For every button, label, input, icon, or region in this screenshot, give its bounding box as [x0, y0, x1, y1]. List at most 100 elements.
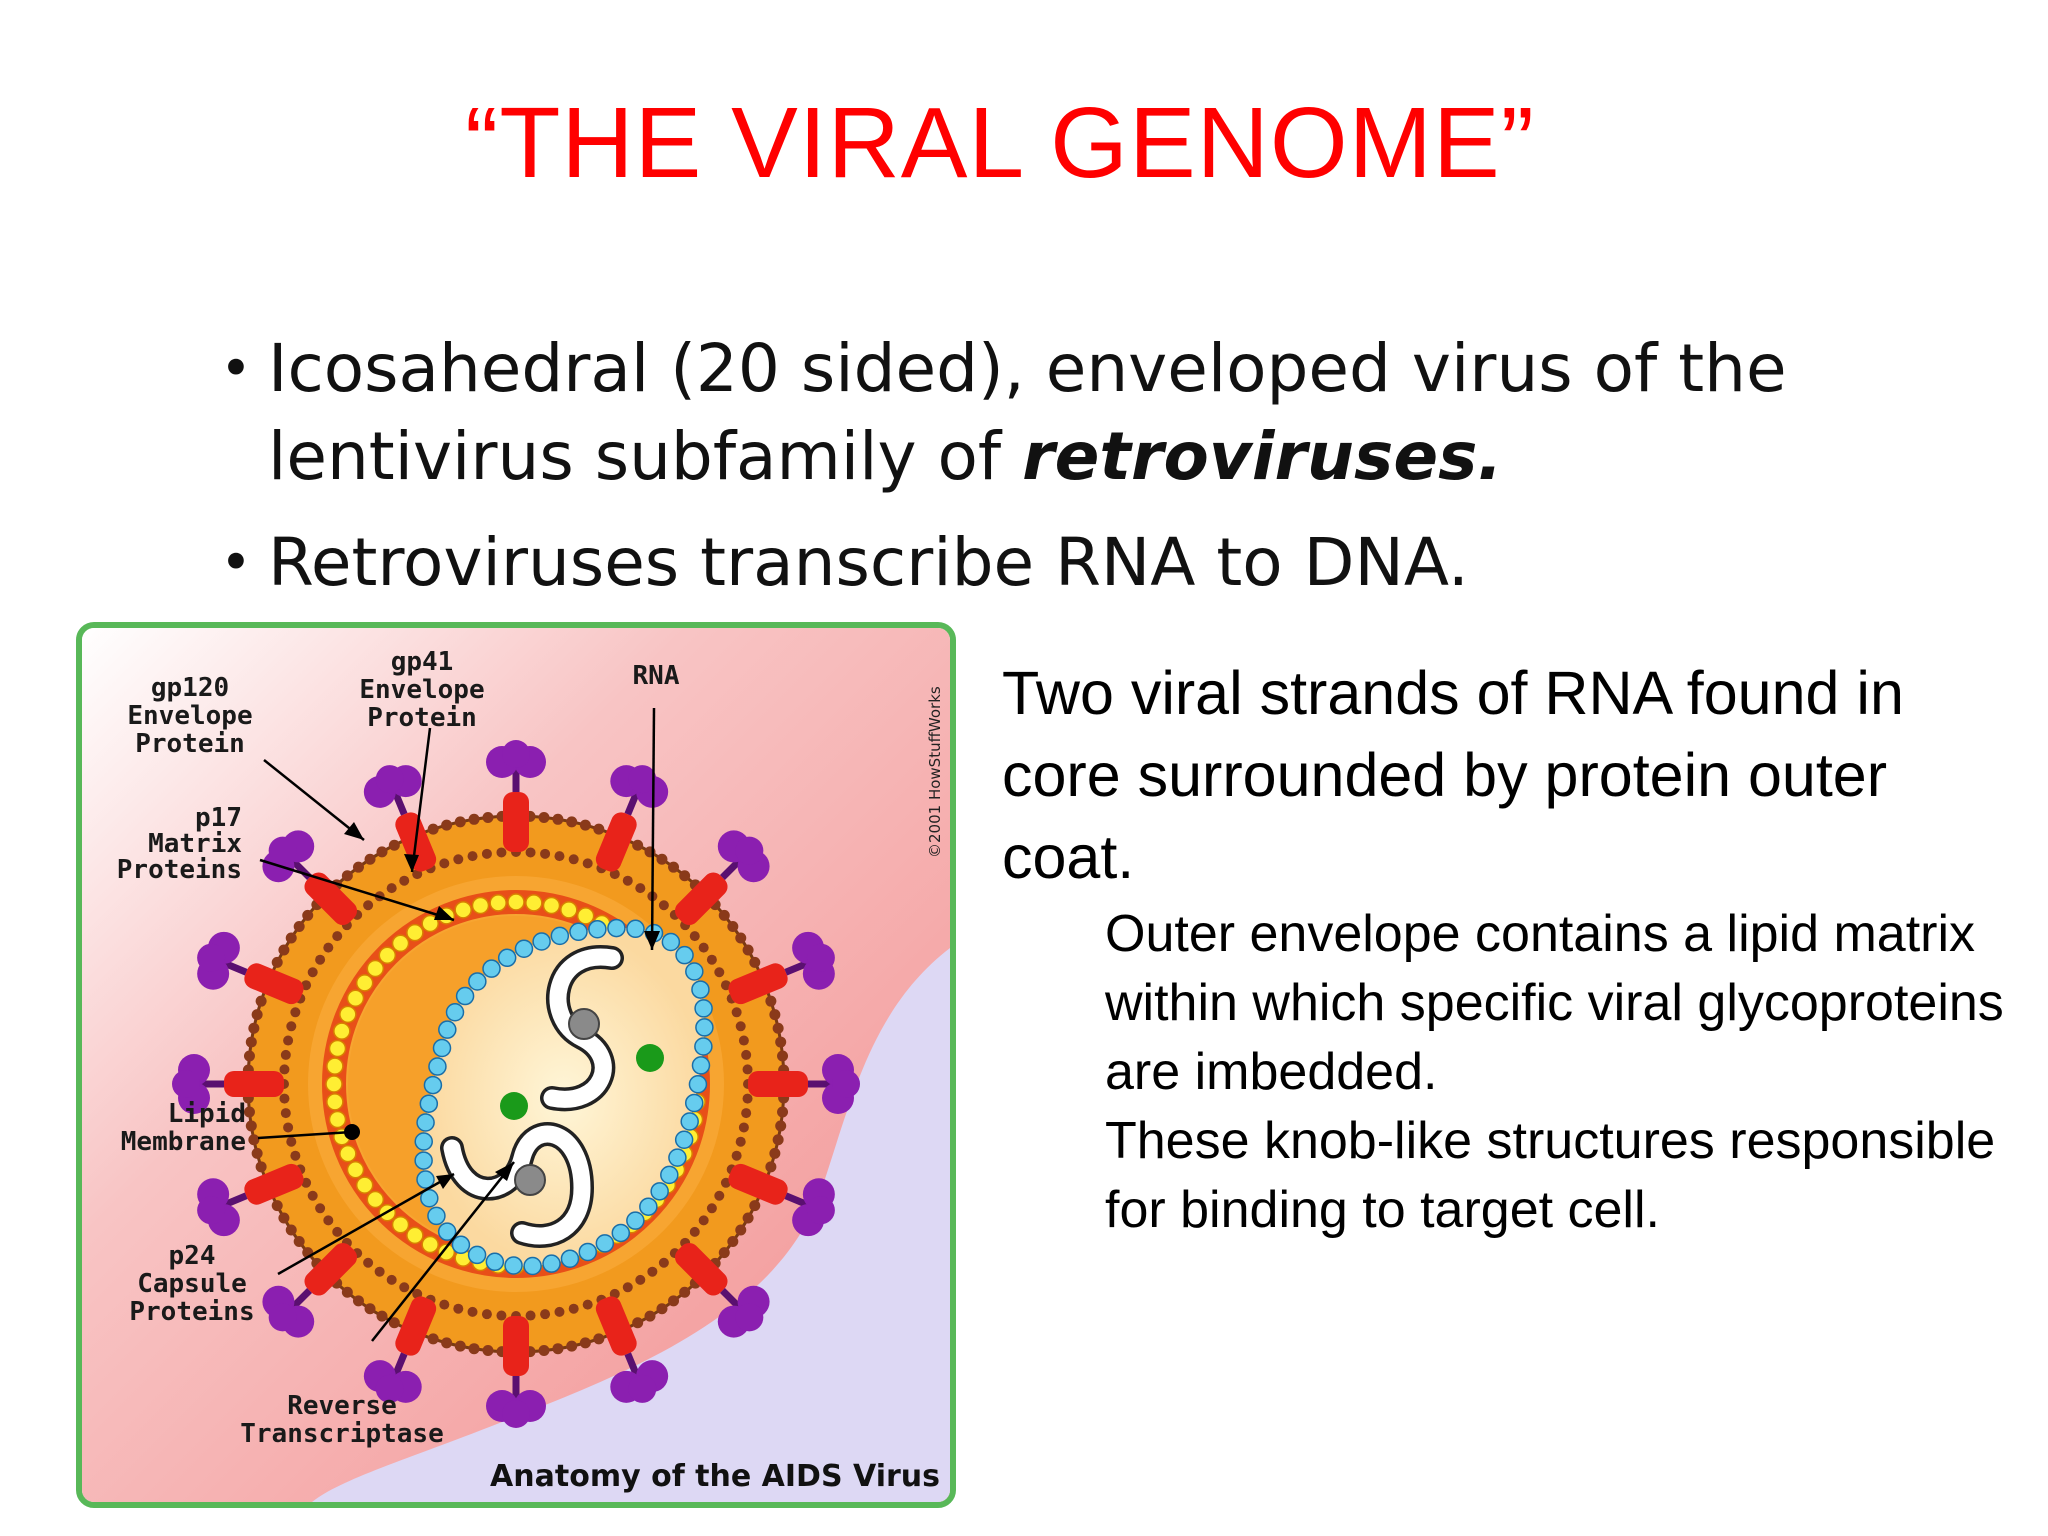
lipid-bead: [255, 1161, 267, 1173]
lipid-bead-inner: [453, 1303, 464, 1314]
lipid-bead-inner: [280, 1108, 291, 1119]
svg-text:Reverse: Reverse: [287, 1391, 397, 1421]
p17-bead: [328, 1039, 347, 1058]
lipid-bead: [454, 1340, 466, 1352]
lipid-bead-inner: [698, 942, 709, 953]
envelope-description: Outer envelope contains a lipid matrix w…: [1105, 900, 2005, 1245]
p24-bead: [438, 1020, 457, 1039]
lipid-bead-inner: [635, 883, 646, 894]
lipid-bead-inner: [286, 1136, 297, 1147]
p24-bead: [660, 1165, 679, 1185]
lipid-bead-inner: [363, 900, 374, 911]
bullet-dot: •: [220, 337, 252, 400]
p24-bead: [523, 1256, 542, 1276]
lipid-bead-inner: [280, 1049, 291, 1060]
lipid-bead-inner: [481, 1309, 492, 1320]
lipid-bead-inner: [496, 847, 507, 858]
lipid-bead: [352, 1295, 364, 1307]
gp41-stem: [304, 872, 358, 926]
lipid-bead: [243, 1050, 255, 1062]
lipid-bead-inner: [689, 1226, 700, 1237]
lipid-bead: [772, 1134, 784, 1146]
p24-bead: [419, 1094, 439, 1113]
lipid-bead-inner: [439, 1299, 450, 1310]
lipid-bead-inner: [622, 875, 633, 886]
lipid-bead: [727, 1236, 739, 1248]
p24-bead: [497, 948, 517, 968]
p24-bead: [675, 945, 694, 965]
gp120-knob: [832, 1070, 860, 1098]
p17-bead: [576, 907, 595, 925]
lipid-bead: [727, 920, 739, 932]
gp120-knob: [628, 1374, 657, 1403]
lipid-bead: [364, 1303, 376, 1315]
lipid-bead-inner: [554, 1306, 565, 1317]
svg-text:Matrix: Matrix: [148, 829, 242, 859]
gp41-stem: [674, 1242, 728, 1296]
p24-bead: [694, 1037, 713, 1056]
gp41-stem: [244, 963, 304, 1005]
label-arrowheads: [344, 822, 660, 1189]
gp41-stem: [595, 1296, 637, 1356]
svg-text:Envelope: Envelope: [127, 701, 252, 731]
lipid-bead-inner: [742, 1093, 753, 1104]
lipid-bead: [302, 909, 314, 921]
lipid-bead: [454, 816, 466, 828]
p17-bead: [560, 901, 578, 919]
svg-text:Transcriptase: Transcriptase: [240, 1419, 444, 1449]
rna-description: Two viral strands of RNA found in core s…: [1002, 652, 2002, 898]
gp41-stem: [224, 1071, 284, 1097]
lipid-bead: [285, 1224, 297, 1236]
p24-bead: [542, 1254, 561, 1273]
p17-bead: [355, 974, 374, 992]
lipid-bead-inner: [714, 967, 725, 978]
p17-bead: [326, 1057, 344, 1075]
lipid-bead-inner: [609, 869, 620, 880]
label-lines: [257, 707, 656, 1342]
lipid-bead-inner: [720, 980, 731, 991]
p24-bead: [661, 932, 681, 952]
lipid-bead-inner: [738, 1122, 749, 1133]
gp120-knob: [628, 765, 657, 794]
lipid-bead-inner: [283, 1122, 294, 1133]
p17-bead: [378, 946, 397, 965]
lipid-bead: [668, 1295, 680, 1307]
lipid-bead: [271, 1200, 283, 1212]
lipid-bead: [632, 1317, 644, 1329]
lipid-bead-inner: [635, 1274, 646, 1285]
p24-bead: [691, 1056, 711, 1075]
bullet-dot: •: [220, 531, 252, 594]
lipid-bead: [593, 823, 605, 835]
p24-bead: [432, 1038, 452, 1058]
p24-bead: [674, 1130, 694, 1150]
lipid-bead-inner: [307, 967, 318, 978]
p17-bead: [355, 1176, 374, 1194]
p17-bead: [325, 1075, 343, 1093]
p24-bead: [468, 972, 487, 991]
p24-bead: [650, 1182, 669, 1201]
lipid-bead: [427, 1333, 439, 1345]
p17-bead: [339, 1144, 357, 1163]
p24-bead: [611, 1223, 631, 1243]
lipid-bead: [552, 1343, 564, 1355]
gp120-knob: [197, 943, 226, 972]
p17-bead: [366, 959, 385, 978]
slide-title: “THE VIRAL GENOME”: [465, 87, 1535, 199]
svg-text:Protein: Protein: [367, 703, 477, 733]
p17-bead: [391, 934, 410, 953]
svg-text:gp41: gp41: [391, 647, 454, 677]
lipid-bead-inner: [412, 1288, 423, 1299]
lipid-bead-inner: [554, 851, 565, 862]
lipid-bead: [341, 870, 353, 882]
lipid-bead-inner: [742, 1064, 753, 1075]
p17-bead: [406, 1226, 424, 1245]
gp41-stem: [748, 1071, 808, 1097]
lipid-bead-inner: [386, 1274, 397, 1285]
label-rna: RNA: [633, 661, 680, 691]
lipid-bead-inner: [622, 1282, 633, 1293]
p17-bead: [507, 893, 525, 911]
gp120-knob: [806, 1196, 835, 1225]
lipid-bead: [538, 811, 550, 823]
bullet-list: • Icosahedral (20 sided), enveloped viru…: [220, 325, 1920, 625]
p17-bead: [346, 989, 365, 1007]
